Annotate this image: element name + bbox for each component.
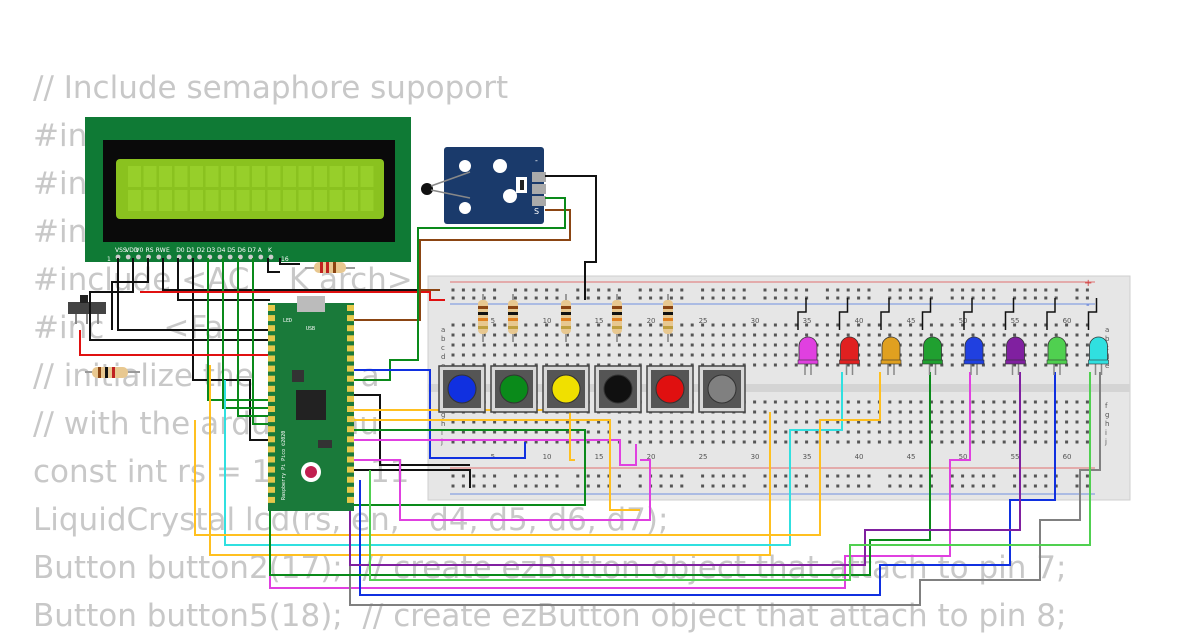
column-number: 40	[855, 453, 864, 461]
lcd-pin-label: VSS	[115, 247, 127, 254]
push-button-yellow[interactable]	[542, 365, 590, 413]
resistor[interactable]	[305, 262, 355, 273]
column-number: 20	[647, 453, 656, 461]
column-number: 45	[907, 317, 916, 325]
led-purple[interactable]	[1004, 298, 1026, 375]
column-number: 15	[595, 453, 604, 461]
push-buttons[interactable]	[438, 365, 746, 413]
lcd-pin-label: D2	[197, 247, 206, 254]
led-light-green[interactable]	[1046, 298, 1068, 375]
resistor[interactable]	[508, 294, 518, 342]
lcd-pin-label: D0	[176, 247, 185, 254]
row-letter: j	[440, 438, 443, 446]
column-number: 40	[855, 317, 864, 325]
leds[interactable]	[797, 298, 1109, 375]
lcd-pin-label: V0	[135, 247, 143, 254]
column-number: 50	[959, 317, 968, 325]
lcd-pin-label: RS	[146, 247, 154, 254]
code-line: // Include semaphore supoport	[33, 70, 509, 106]
row-letter: g	[441, 411, 445, 419]
lcd-pin-label: D7	[248, 247, 257, 254]
breadboard-resistors[interactable]	[478, 294, 673, 342]
column-number: 15	[595, 317, 604, 325]
pico-silkscreen: Raspberry Pi Pico ©2020	[281, 431, 287, 500]
push-button-red[interactable]	[646, 365, 694, 413]
push-button-black[interactable]	[594, 365, 642, 413]
lcd-pin-number: 16	[281, 256, 289, 263]
rail-plus-label: +	[1084, 278, 1092, 289]
lcd-pin-label: D4	[217, 247, 226, 254]
column-number: 35	[803, 317, 812, 325]
slide-switch[interactable]	[68, 295, 106, 324]
row-letter: i	[1105, 429, 1107, 437]
lcd-pin-label: D3	[207, 247, 216, 254]
row-letter: a	[441, 326, 445, 334]
wires	[79, 175, 1101, 606]
led-orange[interactable]	[880, 298, 902, 375]
lcd-pin-label: D1	[186, 247, 195, 254]
push-button-gray[interactable]	[698, 365, 746, 413]
column-number: 20	[647, 317, 656, 325]
row-letter: b	[441, 335, 446, 343]
row-letter: i	[441, 429, 443, 437]
row-letter: j	[1104, 438, 1107, 446]
resistor[interactable]	[561, 294, 571, 342]
led-blue[interactable]	[963, 298, 985, 375]
row-letter: c	[441, 344, 445, 352]
lcd-pin-label: D6	[237, 247, 246, 254]
column-number: 30	[751, 317, 760, 325]
sensor-pin-label: S	[534, 207, 539, 216]
row-letter: b	[1105, 335, 1110, 343]
led-red[interactable]	[838, 298, 860, 375]
led-green[interactable]	[921, 298, 943, 375]
rp2040-chip	[296, 390, 326, 420]
row-letter: a	[1105, 326, 1109, 334]
column-number: 5	[491, 317, 495, 325]
row-letter: h	[441, 420, 445, 428]
column-number: 50	[959, 453, 968, 461]
column-number: 45	[907, 453, 916, 461]
lcd-pin-number: 1	[107, 256, 111, 263]
row-letter: f	[1105, 402, 1108, 410]
push-button-green[interactable]	[490, 365, 538, 413]
row-letter: e	[1105, 362, 1109, 370]
resistor[interactable]	[478, 294, 488, 342]
column-number: 30	[751, 453, 760, 461]
sensor-pin-label: -	[535, 156, 538, 165]
rail-minus-label: -	[1086, 300, 1090, 311]
column-number: 10	[543, 317, 552, 325]
column-number: 35	[803, 453, 812, 461]
row-letter: h	[1105, 420, 1109, 428]
row-letter: d	[441, 353, 445, 361]
pico-label: USB	[306, 326, 315, 332]
pico-label: LED	[283, 318, 292, 324]
lcd-pin-label: K	[268, 247, 273, 254]
lcd-pin-label: A	[258, 247, 263, 254]
resistor[interactable]	[663, 294, 673, 342]
column-number: 55	[1011, 317, 1020, 325]
lcd-pin-label: E	[166, 247, 170, 254]
column-number: 60	[1063, 453, 1072, 461]
lcd-pin-label: RW	[156, 247, 166, 254]
led-magenta[interactable]	[797, 298, 819, 375]
resistor[interactable]	[85, 367, 140, 378]
lcd-pin-label: D5	[227, 247, 236, 254]
usb-port	[297, 296, 325, 312]
resistor[interactable]	[612, 294, 622, 342]
raspberry-pi-pico[interactable]: LED USB Raspberry Pi Pico ©2020	[268, 296, 354, 511]
column-number: 55	[1011, 453, 1020, 461]
led-cyan[interactable]	[1087, 298, 1109, 375]
column-number: 10	[543, 453, 552, 461]
column-number: 60	[1063, 317, 1072, 325]
row-letter: g	[1105, 411, 1109, 419]
lcd-pin-label: VDD	[125, 247, 139, 254]
sensor-module[interactable]: - S	[421, 147, 546, 224]
column-number: 25	[699, 453, 708, 461]
push-button-blue[interactable]	[438, 365, 486, 413]
column-number: 25	[699, 317, 708, 325]
